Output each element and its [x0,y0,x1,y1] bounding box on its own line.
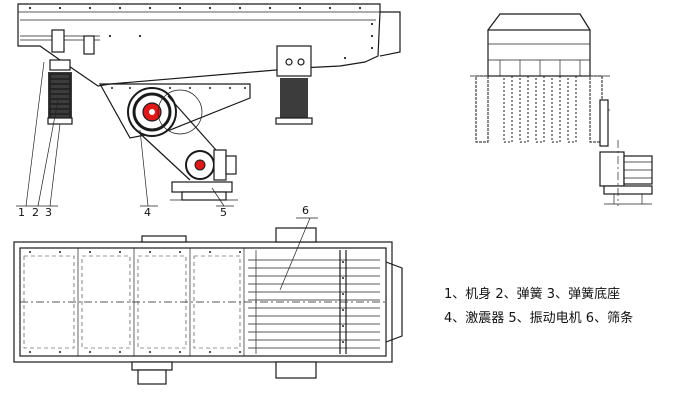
plan-view: 6 [13,204,403,385]
end-view-screen-bars [503,75,577,143]
callout-1: 1 [18,206,25,219]
callout-5: 5 [220,206,227,219]
plan-bolts [29,251,344,353]
callout-3: 3 [45,206,52,219]
right-spring [280,78,308,118]
legend-line-1: 1、机身 2、弹簧 3、弹簧底座 [444,287,621,302]
callout-6: 6 [302,204,309,217]
plan-screen-bars [248,250,380,354]
legend-line-2: 4、激震器 5、振动电机 6、筛条 [444,311,634,326]
end-view [470,13,653,206]
exciter-wheel [127,87,203,137]
side-view: 1 2 3 4 5 [16,3,401,219]
flange-bolts [28,6,374,60]
left-spring [48,72,72,120]
vibration-motor [170,149,238,201]
callout-2: 2 [32,206,39,219]
callout-4: 4 [144,206,151,219]
parts-legend: 1、机身 2、弹簧 3、弹簧底座 4、激震器 5、振动电机 6、筛条 [444,283,694,331]
